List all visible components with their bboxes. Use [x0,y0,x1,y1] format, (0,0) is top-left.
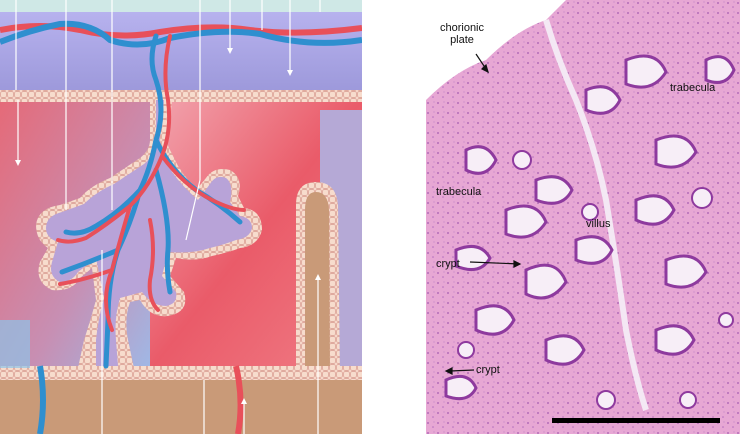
basal-plate-trophoblast [0,366,362,380]
venous-opening [0,320,30,368]
top-surface [0,0,362,14]
decidua-basalis [0,378,362,434]
crypt-fold [456,246,490,269]
gland [692,188,712,208]
placenta-schematic-svg [0,0,362,434]
label-crypt-bottom: crypt [476,364,500,376]
label-crypt-middle: crypt [436,258,460,270]
micrograph-svg [426,0,740,434]
label-trabecula-top: trabecula [670,82,715,94]
gland [458,342,474,358]
gland [513,151,531,169]
label-chorionic-plate: chorionic plate [434,22,490,46]
label-trabecula-left: trabecula [436,186,481,198]
crypt-fold [706,57,734,83]
gland [680,392,696,408]
placenta-micrograph: chorionic plate trabecula trabecula vill… [426,0,740,434]
label-villus: villus [586,218,610,230]
crypt-fold [536,177,572,204]
scale-bar [552,418,720,423]
crypt-fold [446,376,476,398]
decidual-vein [40,366,43,434]
crypt-fold [576,237,612,264]
gland [719,313,733,327]
gland [597,391,615,409]
placenta-schematic [0,0,362,434]
chorionic-plate-trophoblast [0,90,362,102]
crypt-fold [586,87,620,114]
